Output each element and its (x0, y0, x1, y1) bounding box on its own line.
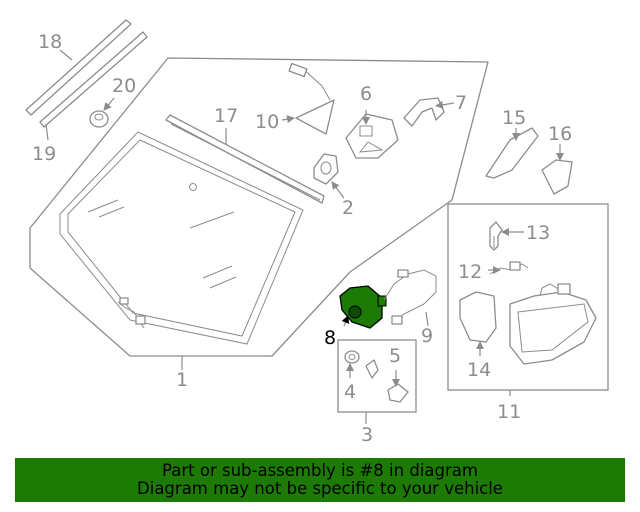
callout-12: 12 (458, 261, 482, 283)
banner-line-2: Diagram may not be specific to your vehi… (137, 479, 503, 498)
callout-9: 9 (421, 325, 433, 347)
callout-2: 2 (342, 197, 354, 219)
callout-13: 13 (526, 222, 550, 244)
cable-part-9 (383, 269, 437, 325)
subassembly-box-11 (447, 203, 609, 391)
callout-labels: 1 2 3 4 5 6 7 8 9 10 11 12 13 14 15 16 1… (32, 31, 572, 446)
callout-16: 16 (548, 123, 572, 145)
parts-diagram: 1 2 3 4 5 6 7 8 9 10 11 12 13 14 15 16 1… (25, 19, 609, 446)
bracket-part-7 (403, 97, 445, 127)
cover-part-16 (541, 159, 573, 195)
strip-part-19 (39, 31, 148, 128)
callout-14: 14 (467, 359, 491, 381)
callout-18: 18 (38, 31, 62, 53)
leader-lines (45, 49, 564, 424)
callout-20: 20 (112, 75, 136, 97)
callout-17: 17 (214, 105, 238, 127)
info-banner: Part or sub-assembly is #8 in diagram Di… (15, 458, 625, 502)
bracket-part-10 (288, 62, 335, 135)
callout-4: 4 (344, 381, 356, 403)
clip-part-20 (89, 110, 109, 128)
callout-5: 5 (389, 345, 401, 367)
callout-10: 10 (255, 111, 279, 133)
callout-6: 6 (360, 83, 372, 105)
callout-1: 1 (176, 369, 188, 391)
cover-part-15 (485, 127, 539, 179)
callout-11: 11 (497, 401, 521, 423)
subassembly-box-3 (337, 339, 417, 413)
callout-8: 8 (324, 327, 336, 349)
strip-part-18 (25, 19, 132, 116)
callout-15: 15 (502, 107, 526, 129)
banner-line-1: Part or sub-assembly is #8 in diagram (162, 461, 478, 480)
molding-part-17 (165, 114, 325, 204)
highlighted-part-8 (339, 285, 387, 329)
callout-3: 3 (361, 424, 373, 446)
cover-part-2 (313, 153, 339, 185)
callout-19: 19 (32, 143, 56, 165)
callout-7: 7 (455, 92, 467, 114)
